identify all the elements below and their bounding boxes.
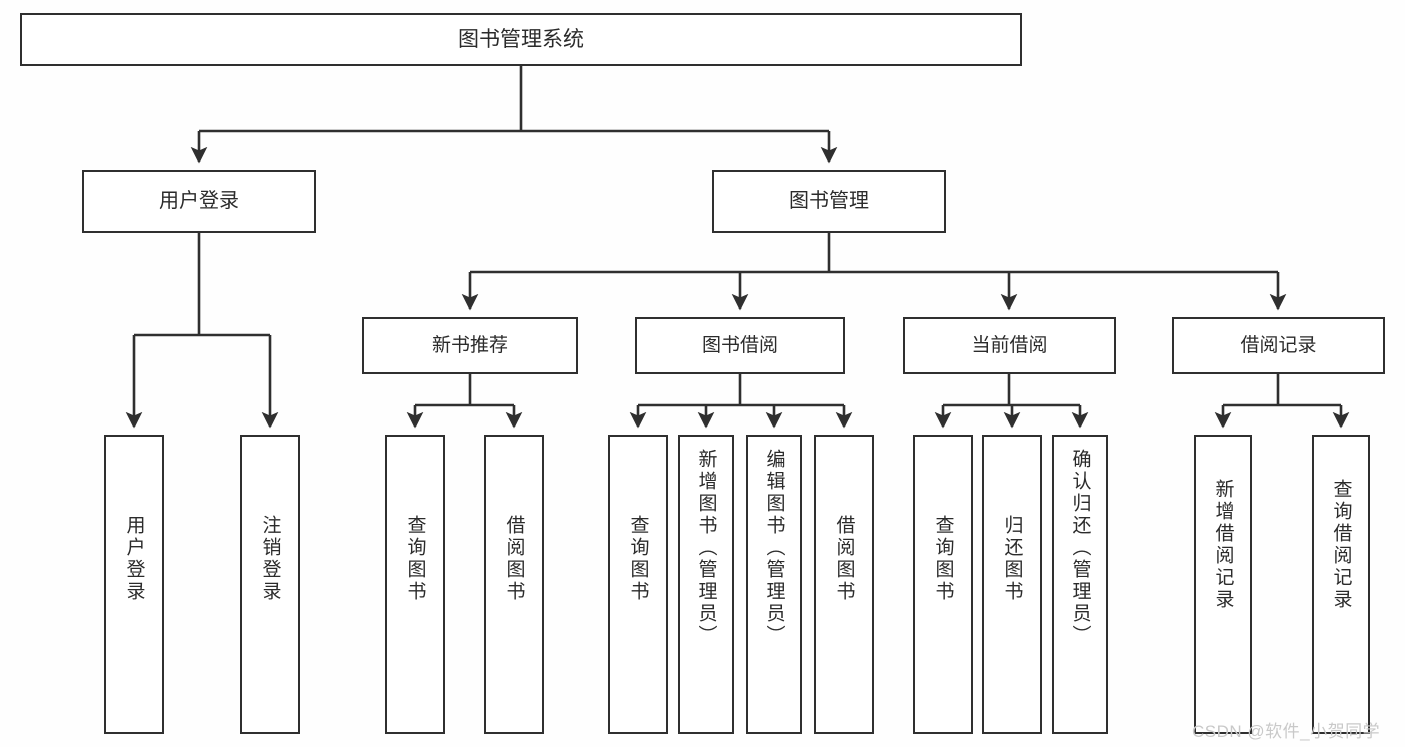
- node-leaf-confirm-return[interactable]: 确认归还（管理员）: [1052, 435, 1108, 734]
- node-leaf-query-book-1[interactable]: 查询图书: [385, 435, 445, 734]
- node-book-management[interactable]: 图书管理: [712, 170, 946, 233]
- node-book-borrow-label: 图书借阅: [701, 334, 778, 356]
- node-leaf-query-book-3[interactable]: 查询图书: [913, 435, 973, 734]
- node-leaf-user-login-label: 用户登录: [123, 515, 145, 603]
- node-leaf-edit-book-label: 编辑图书（管理员）: [763, 449, 785, 647]
- node-leaf-user-login[interactable]: 用户登录: [104, 435, 164, 734]
- node-leaf-query-book-1-label: 查询图书: [404, 515, 426, 603]
- node-new-book-recommend-label: 新书推荐: [431, 334, 508, 356]
- node-leaf-borrow-book-1[interactable]: 借阅图书: [484, 435, 544, 734]
- node-current-borrow[interactable]: 当前借阅: [903, 317, 1116, 374]
- node-leaf-borrow-book-2-label: 借阅图书: [833, 515, 855, 603]
- csdn-watermark: CSDN @软件_小贺同学: [1192, 722, 1381, 741]
- node-leaf-add-book[interactable]: 新增图书（管理员）: [678, 435, 734, 734]
- node-book-management-label: 图书管理: [789, 190, 869, 213]
- node-borrow-record-label: 借阅记录: [1240, 334, 1317, 356]
- node-leaf-add-record[interactable]: 新增借阅记录: [1194, 435, 1252, 734]
- node-user-login[interactable]: 用户登录: [82, 170, 316, 233]
- node-book-borrow[interactable]: 图书借阅: [635, 317, 845, 374]
- node-leaf-return-book-label: 归还图书: [1001, 515, 1023, 603]
- node-borrow-record[interactable]: 借阅记录: [1172, 317, 1385, 374]
- node-user-login-label: 用户登录: [159, 190, 239, 213]
- node-leaf-borrow-book-1-label: 借阅图书: [503, 515, 525, 603]
- node-leaf-query-book-3-label: 查询图书: [932, 515, 954, 603]
- node-leaf-add-book-label: 新增图书（管理员）: [695, 449, 717, 647]
- node-root-system[interactable]: 图书管理系统: [20, 13, 1022, 66]
- node-leaf-confirm-return-label: 确认归还（管理员）: [1069, 449, 1091, 647]
- node-leaf-logout[interactable]: 注销登录: [240, 435, 300, 734]
- node-leaf-query-book-2[interactable]: 查询图书: [608, 435, 668, 734]
- node-leaf-borrow-book-2[interactable]: 借阅图书: [814, 435, 874, 734]
- node-leaf-add-record-label: 新增借阅记录: [1212, 479, 1234, 611]
- node-leaf-edit-book[interactable]: 编辑图书（管理员）: [746, 435, 802, 734]
- node-new-book-recommend[interactable]: 新书推荐: [362, 317, 578, 374]
- node-current-borrow-label: 当前借阅: [971, 334, 1048, 356]
- node-leaf-logout-label: 注销登录: [259, 515, 281, 603]
- node-leaf-query-book-2-label: 查询图书: [627, 515, 649, 603]
- node-leaf-query-record[interactable]: 查询借阅记录: [1312, 435, 1370, 734]
- node-root-label: 图书管理系统: [458, 27, 584, 51]
- node-leaf-return-book[interactable]: 归还图书: [982, 435, 1042, 734]
- node-leaf-query-record-label: 查询借阅记录: [1330, 479, 1352, 611]
